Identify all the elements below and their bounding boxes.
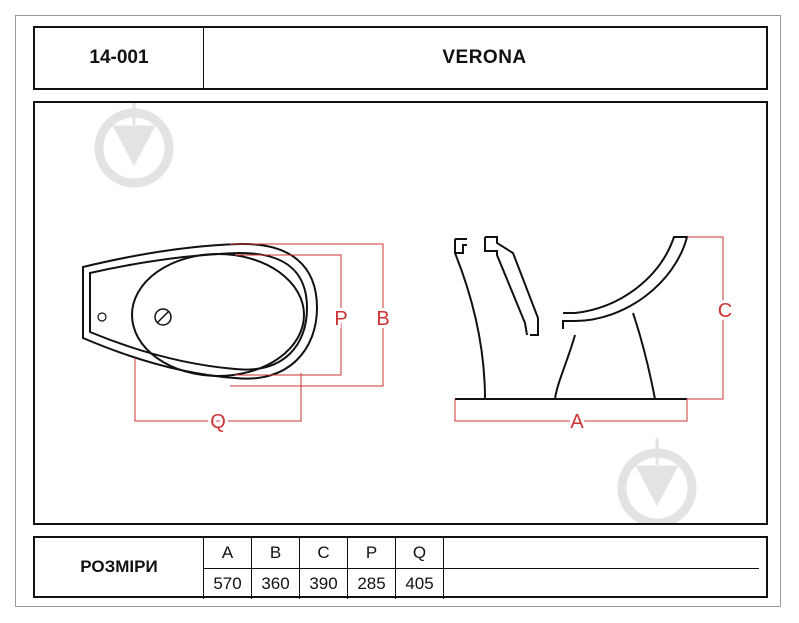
title-block: 14-001 VERONA (33, 26, 768, 90)
dimension-value-q: 405 (395, 568, 444, 599)
dimension-header-c: C (299, 538, 348, 569)
dimension-header-a: A (203, 538, 252, 569)
side-view-dimensions (454, 236, 724, 422)
dimensions-header-row: A B C P Q (203, 538, 759, 569)
dimension-header-empty (443, 538, 759, 569)
side-view-bowl-inner (485, 236, 539, 336)
dimension-value-c: 390 (299, 568, 348, 599)
drain-hole-icon (154, 308, 172, 326)
dimension-value-p: 285 (347, 568, 396, 599)
dimensions-table: РОЗМІРИ A B C P Q 570 360 390 285 405 (33, 536, 768, 599)
side-view-rear-wall (454, 252, 486, 400)
outer-frame (15, 15, 781, 607)
side-view-pedestal (554, 312, 656, 400)
dimension-label-c: C (718, 300, 732, 322)
technical-drawing: P B Q C A (33, 101, 768, 525)
top-view-inner-rim (89, 251, 309, 371)
side-view-bowl-curve (562, 236, 689, 329)
top-view-bowl (131, 253, 305, 377)
side-view-outlet (484, 237, 528, 336)
dimension-header-b: B (251, 538, 300, 569)
dimension-value-a: 570 (203, 568, 252, 599)
side-view-seat-left (454, 238, 467, 254)
dimension-label-q: Q (210, 411, 226, 433)
dimensions-value-row: 570 360 390 285 405 (203, 568, 759, 599)
drain-hole-icon (97, 312, 107, 322)
product-model: VERONA (442, 47, 527, 68)
dimension-label-p: P (334, 308, 347, 330)
dimension-label-b: B (376, 308, 389, 330)
dimension-header-q: Q (395, 538, 444, 569)
dimension-label-a: A (570, 411, 584, 433)
watermark-icon (94, 103, 174, 188)
watermark-icon (617, 438, 697, 523)
dimension-header-p: P (347, 538, 396, 569)
dimension-value-b: 360 (251, 568, 300, 599)
dimensions-label: РОЗМІРИ (35, 538, 204, 596)
dimensions-grid: A B C P Q 570 360 390 285 405 (203, 538, 759, 599)
drawing-canvas: P B Q C A (82, 103, 735, 523)
top-view-dimensions (134, 243, 384, 422)
dimension-value-empty (443, 568, 759, 599)
side-view (454, 236, 689, 400)
product-code: 14-001 (35, 28, 204, 88)
top-view (82, 242, 319, 380)
top-view-outer-outline (82, 242, 319, 380)
